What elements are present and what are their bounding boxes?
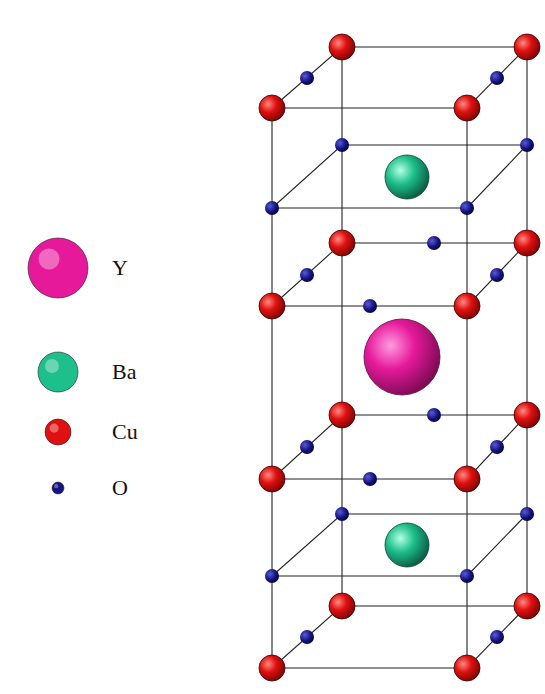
- legend-entry: Y: [0, 233, 170, 303]
- legend-swatch: [52, 482, 64, 494]
- legend-swatch: [45, 419, 71, 445]
- cell-edges: [272, 47, 527, 668]
- legend-entry: O: [0, 453, 170, 523]
- legend-label: Cu: [112, 419, 138, 445]
- legend-swatch: [28, 238, 88, 298]
- legend-swatch-graphic: [20, 453, 96, 523]
- legend-entry: Cu: [0, 397, 170, 467]
- swatch-highlight: [50, 424, 59, 433]
- legend-entry: Ba: [0, 337, 170, 407]
- legend-label: O: [112, 475, 128, 501]
- legend-swatch-graphic: [20, 233, 96, 303]
- swatch-highlight: [39, 249, 60, 270]
- legend-swatch-graphic: [20, 397, 96, 467]
- legend-label: Ba: [112, 359, 136, 385]
- legend-swatch-graphic: [20, 337, 96, 407]
- legend-swatch: [38, 352, 78, 392]
- atoms: [259, 34, 540, 681]
- swatch-highlight: [54, 484, 58, 488]
- legend-label: Y: [112, 255, 128, 281]
- swatch-highlight: [45, 359, 59, 373]
